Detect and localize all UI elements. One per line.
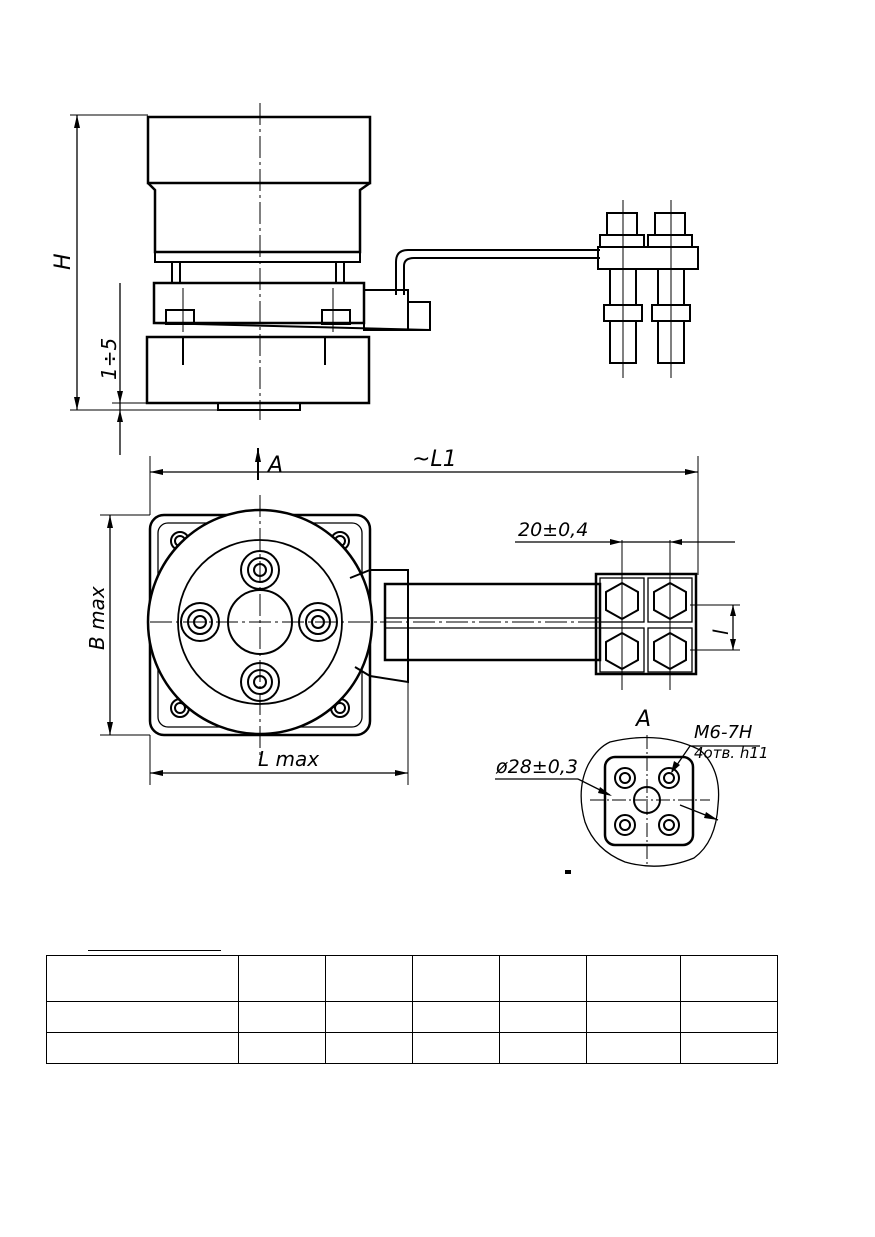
table-cell xyxy=(46,1001,239,1033)
table-cell xyxy=(325,955,413,1002)
table-cell xyxy=(412,1001,500,1033)
width-dim-label: B max xyxy=(85,586,109,650)
gap-dim-label: 1÷5 xyxy=(97,338,121,380)
terminal-arm xyxy=(349,569,409,684)
top-view xyxy=(100,448,740,785)
holes-spec-label: 4отв. h11 xyxy=(694,744,768,762)
table-cell xyxy=(325,1001,413,1033)
table-cell xyxy=(238,1032,326,1064)
table-cell xyxy=(46,1032,239,1064)
thread-spec-label: M6-7H xyxy=(694,722,753,743)
detail-view-a xyxy=(495,735,760,874)
table-cell xyxy=(412,955,500,1002)
table-row xyxy=(46,1032,778,1064)
detail-break-outline xyxy=(580,736,720,867)
detail-view-label: A xyxy=(634,707,651,732)
table-cell xyxy=(412,1032,500,1064)
table-cell xyxy=(46,955,239,1002)
table-cell xyxy=(499,1032,587,1064)
mid-housing xyxy=(147,181,371,254)
table-cell xyxy=(680,1032,778,1064)
top-housing xyxy=(146,115,372,185)
table-cell xyxy=(586,955,681,1002)
table-header-row xyxy=(46,955,778,1002)
terminal-assembly xyxy=(597,200,699,378)
table-caption-underline xyxy=(88,950,221,951)
section-marker-label: A xyxy=(266,453,283,478)
total-length-dim-label: ~L1 xyxy=(412,447,457,472)
table-cell xyxy=(586,1001,681,1033)
table-cell xyxy=(499,955,587,1002)
front-view xyxy=(70,103,699,455)
table-cell xyxy=(499,1001,587,1033)
circle-dim-label: ø28±0,3 xyxy=(495,756,578,778)
terminal-block-top-view xyxy=(594,540,698,690)
height-dim-label: H xyxy=(51,253,76,270)
terminal-gap-dim-label: l xyxy=(709,629,733,635)
table-cell xyxy=(238,955,326,1002)
table-cell xyxy=(680,1001,778,1033)
table-cell xyxy=(238,1001,326,1033)
table-cell xyxy=(325,1032,413,1064)
length-dim-label: L max xyxy=(258,747,319,771)
base-block xyxy=(145,335,371,405)
specification-table xyxy=(46,955,778,1064)
terminal-pitch-dim-label: 20±0,4 xyxy=(518,519,588,541)
connecting-pipe xyxy=(395,249,600,295)
table-row xyxy=(46,1001,778,1033)
table-cell xyxy=(586,1032,681,1064)
table-cell xyxy=(680,955,778,1002)
